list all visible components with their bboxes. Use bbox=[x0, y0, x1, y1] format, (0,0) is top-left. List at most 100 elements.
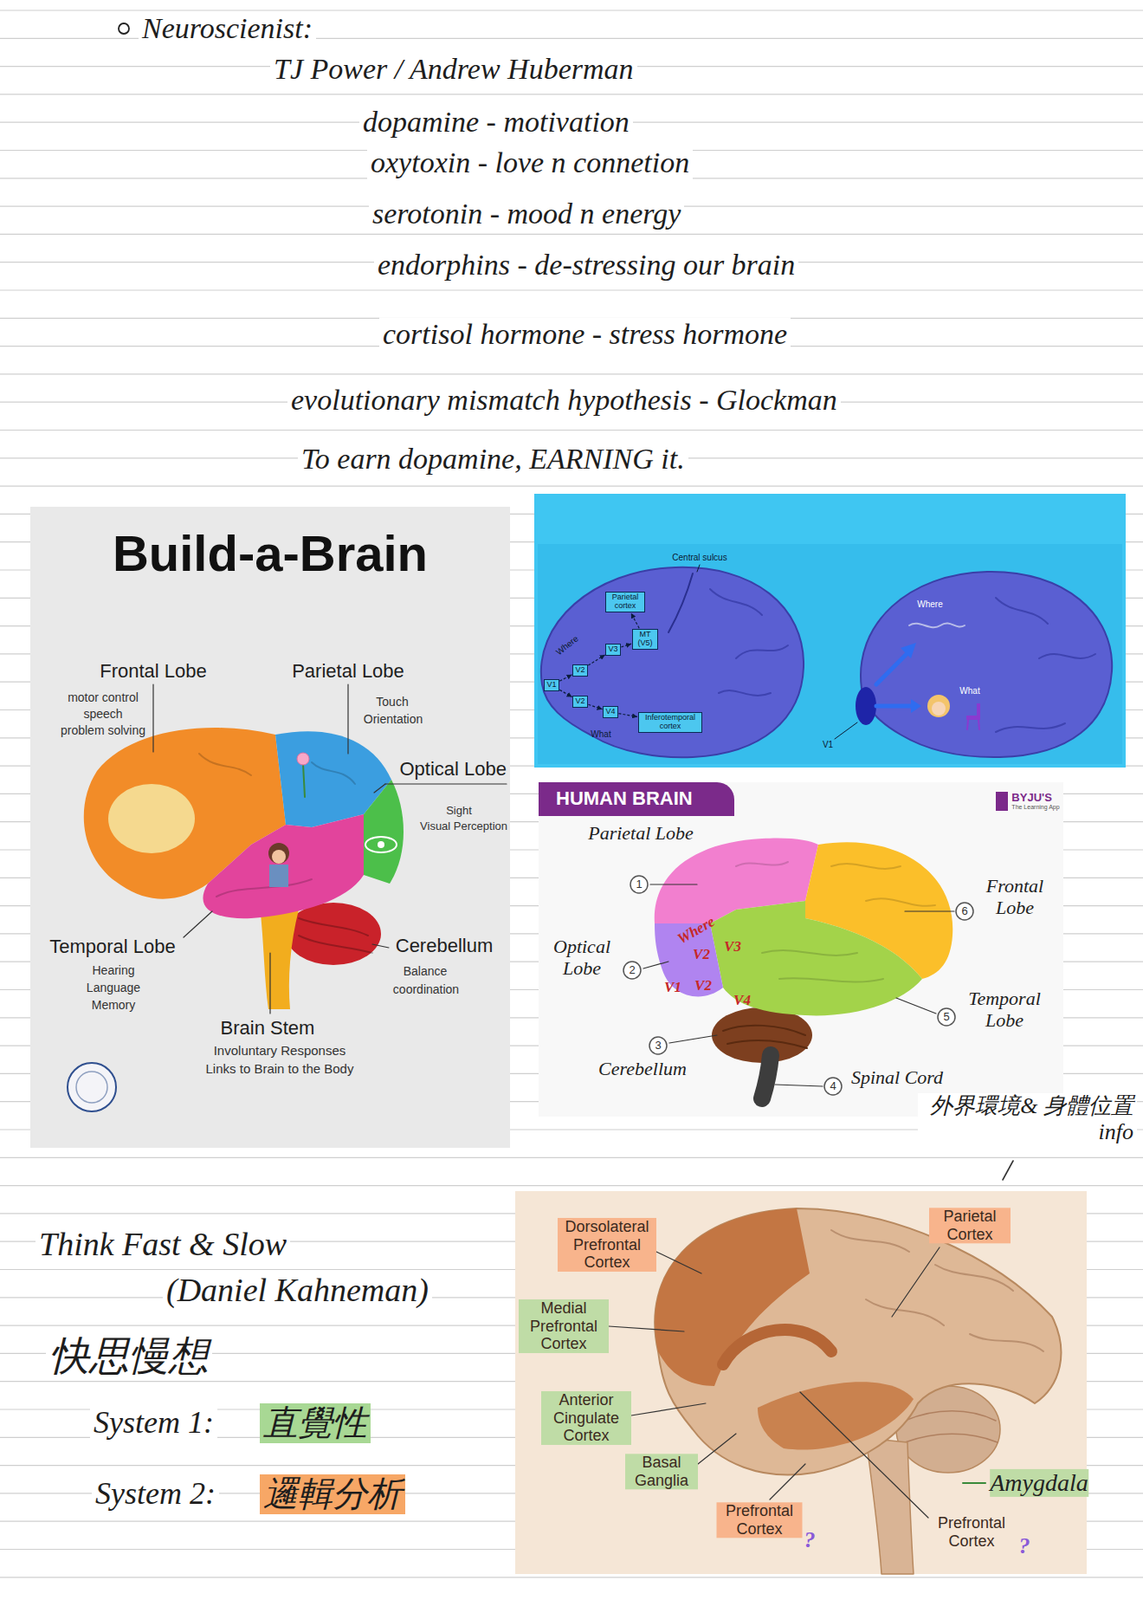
callout-circle bbox=[649, 1036, 667, 1054]
leader-line bbox=[697, 1433, 737, 1464]
handwritten-note: Think Fast & Slow bbox=[35, 1225, 291, 1264]
stream-arrow bbox=[587, 703, 602, 710]
leader-line bbox=[183, 910, 213, 937]
region-label: Prefrontal Cortex bbox=[929, 1513, 1015, 1550]
callout-circle bbox=[937, 1007, 956, 1026]
arrow-head bbox=[910, 698, 922, 713]
lobe-heading: Temporal Lobe bbox=[49, 935, 176, 957]
ruled-line bbox=[0, 373, 1143, 375]
handwritten-label: Parietal Lobe bbox=[587, 821, 694, 844]
node-text: 4 bbox=[823, 1076, 843, 1096]
handwritten-label: Cerebellum bbox=[598, 1057, 687, 1079]
node-text: V2 bbox=[574, 665, 585, 675]
highlight-patch bbox=[108, 783, 195, 853]
function-label: Sight bbox=[445, 804, 472, 818]
ruled-line bbox=[0, 289, 1143, 291]
node-text: The Learning App bbox=[1011, 803, 1060, 811]
handwritten-note: (Daniel Kahneman) bbox=[162, 1271, 433, 1310]
brain-fold bbox=[995, 597, 1048, 624]
v1-area bbox=[855, 686, 877, 725]
leader-line bbox=[385, 782, 507, 784]
leader-line bbox=[152, 684, 154, 752]
function-label: Involuntary Responses bbox=[213, 1042, 347, 1058]
handwritten-note: 直覺性 bbox=[259, 1402, 371, 1443]
panel-background bbox=[538, 781, 1064, 1117]
cerebellum-fold bbox=[723, 1025, 806, 1035]
panel-background bbox=[515, 1190, 1087, 1574]
leader-line bbox=[800, 1391, 929, 1518]
where-arrow bbox=[876, 652, 908, 685]
illustration-group bbox=[0, 10, 1143, 1577]
brain-fold bbox=[762, 949, 858, 956]
handwritten-note: System 1: bbox=[90, 1404, 218, 1441]
lobe-heading: Frontal Lobe bbox=[99, 659, 207, 682]
area-box: V3 bbox=[605, 643, 620, 656]
callout-circle bbox=[955, 902, 974, 920]
leader-line bbox=[269, 952, 271, 1014]
brain-fold bbox=[935, 1264, 1014, 1291]
callout-number: 6 bbox=[955, 901, 975, 921]
brain-fold bbox=[736, 645, 788, 659]
stream-label: Where bbox=[916, 599, 943, 610]
leader-line bbox=[374, 783, 386, 793]
flower-head bbox=[297, 752, 310, 765]
brain-fold bbox=[710, 588, 762, 615]
brain-stem-region bbox=[865, 1437, 914, 1574]
face-hair bbox=[927, 694, 950, 717]
area-box: MT (V5) bbox=[632, 628, 659, 650]
leader-line bbox=[962, 1481, 986, 1484]
callout-circle bbox=[824, 1077, 842, 1095]
leader-line bbox=[669, 1034, 717, 1043]
node-text: 1 bbox=[629, 874, 649, 894]
area-box: Parietal cortex bbox=[605, 591, 646, 613]
brain-outline bbox=[541, 567, 804, 757]
temporal-region bbox=[757, 1381, 914, 1449]
brain-stem-region bbox=[259, 904, 299, 1009]
node-text: Build-a-Brain bbox=[30, 506, 511, 582]
brain-fold bbox=[779, 977, 884, 982]
leader-line bbox=[650, 883, 698, 885]
function-label: Memory bbox=[91, 997, 136, 1012]
callout-number: 4 bbox=[823, 1076, 843, 1096]
callout-number: 1 bbox=[629, 874, 649, 894]
logo-ring bbox=[76, 1071, 108, 1103]
leader-line bbox=[631, 1402, 706, 1415]
region-label: Prefrontal Cortex bbox=[716, 1501, 803, 1537]
arrow-head bbox=[900, 642, 917, 659]
function-label: Balance bbox=[403, 963, 448, 978]
leader-line bbox=[643, 961, 669, 969]
handwritten-label: Amygdala bbox=[989, 1468, 1089, 1497]
function-label: Orientation bbox=[363, 711, 423, 726]
stream-arrow bbox=[618, 713, 638, 717]
connector-group bbox=[559, 613, 640, 717]
handwritten-note: dopamine - motivation bbox=[359, 104, 633, 139]
lobe-heading: Brain Stem bbox=[220, 1016, 316, 1039]
cerebellum-region bbox=[711, 1007, 813, 1063]
function-label: speech bbox=[83, 706, 123, 721]
handwritten-note: TJ Power / Andrew Huberman bbox=[270, 51, 638, 86]
eye-pupil bbox=[377, 840, 385, 848]
leader-line bbox=[774, 1084, 823, 1086]
brain-fold bbox=[216, 878, 312, 897]
handwritten-note: endorphins - de-stressing our brain bbox=[374, 247, 799, 282]
brain-fold bbox=[298, 935, 373, 953]
node-text: Parietal cortex bbox=[607, 593, 643, 611]
node-text: Inferotemporal cortex bbox=[640, 713, 700, 731]
leader-line bbox=[896, 997, 937, 1014]
node-text: V4 bbox=[605, 707, 615, 717]
handwritten-note: oxytoxin - love n connetion bbox=[367, 145, 693, 180]
pen-stroke bbox=[1002, 1160, 1014, 1180]
callout-number: 2 bbox=[622, 960, 642, 980]
node-text: 2 bbox=[622, 960, 642, 980]
girl-face bbox=[271, 849, 286, 864]
stream-arrow bbox=[620, 643, 632, 647]
node-text: BYJU'S bbox=[1011, 791, 1060, 804]
handwritten-note: Neuroscienist: bbox=[138, 11, 317, 46]
brain-fold bbox=[865, 1298, 944, 1325]
brain-fold bbox=[718, 690, 771, 696]
question-mark: ? bbox=[804, 1526, 816, 1553]
region-label: Anterior Cingulate Cortex bbox=[541, 1390, 632, 1445]
annotation-label: V2 bbox=[692, 945, 711, 963]
occipital-lobe-region bbox=[363, 779, 404, 884]
spinal-cord bbox=[762, 1054, 771, 1098]
